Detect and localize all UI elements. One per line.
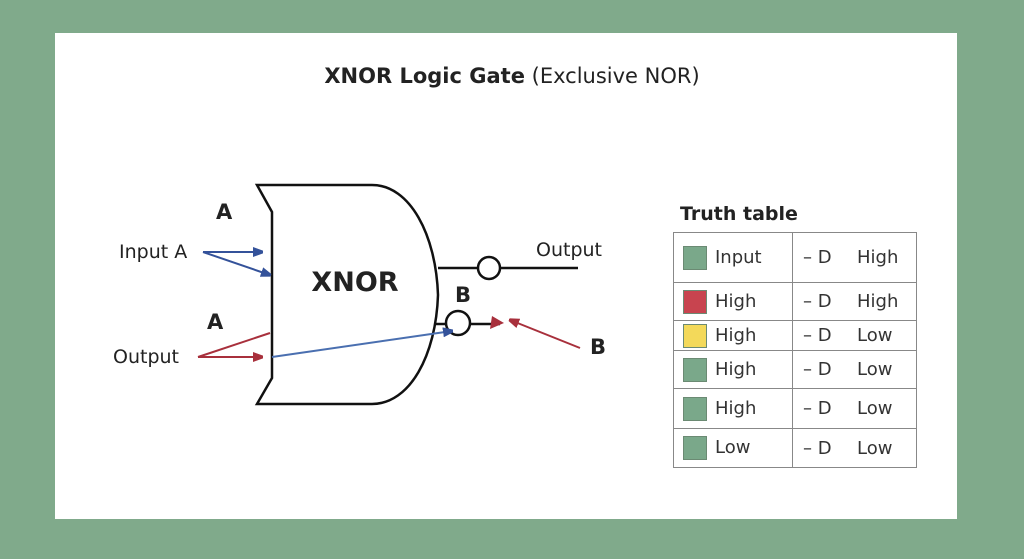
output-value: High (857, 291, 899, 312)
input-value: High (715, 324, 757, 346)
separator: – D (803, 291, 832, 312)
output-value: Low (857, 398, 893, 419)
input-cell: High (673, 320, 793, 351)
color-swatch (683, 245, 707, 270)
output-value: Low (857, 359, 893, 380)
table-row: Low – D Low (673, 428, 917, 468)
separator: – D (803, 247, 832, 268)
gate-body (254, 183, 440, 406)
output-cell: – D Low (792, 388, 917, 429)
page-title: XNOR Logic Gate (Exclusive NOR) (0, 64, 1024, 88)
arrow-output-1 (197, 332, 271, 358)
arrow-b (510, 320, 581, 349)
color-swatch (683, 436, 707, 460)
table-row: High – D Low (673, 350, 917, 389)
color-swatch (683, 396, 707, 421)
input-cell: High (673, 388, 793, 429)
input-cell: High (673, 350, 793, 389)
separator: – D (803, 437, 832, 459)
gate-label: XNOR (311, 267, 398, 298)
input-cell: Low (673, 428, 793, 468)
table-row: High – D High (673, 282, 917, 321)
output-cell: – D High (792, 232, 917, 283)
arrow-input-a-2 (202, 251, 270, 275)
input-value: High (715, 358, 757, 380)
output-right-label: Output (536, 239, 602, 261)
color-swatch (683, 289, 707, 314)
table-row: Input – D High (673, 232, 917, 283)
output-cell: – D Low (792, 428, 917, 468)
arrow-to-bubble (271, 331, 452, 358)
output-value: High (857, 247, 899, 268)
input-value: High (715, 397, 757, 419)
input-value: Low (715, 437, 751, 458)
input-cell: Input (673, 232, 793, 283)
output-cell: – D High (792, 282, 917, 321)
input-a-label: Input A (119, 241, 187, 263)
output-value: Low (857, 325, 893, 346)
label-a-top: A (216, 200, 233, 224)
output-left-label: Output (113, 346, 179, 368)
title-bold: XNOR Logic Gate (324, 64, 525, 88)
truth-table-title: Truth table (680, 203, 798, 225)
title-subtitle: (Exclusive NOR) (531, 64, 700, 88)
color-swatch (683, 323, 707, 348)
separator: – D (803, 359, 832, 380)
label-a-bottom: A (207, 310, 224, 334)
separator: – D (803, 398, 832, 419)
label-b-mid: B (455, 283, 471, 307)
table-row: High – D Low (673, 320, 917, 351)
separator: – D (803, 325, 832, 346)
input-value: Input (715, 246, 762, 268)
input-value: High (715, 290, 757, 312)
inversion-bubble-top (476, 255, 502, 281)
input-cell: High (673, 282, 793, 321)
output-cell: – D Low (792, 320, 917, 351)
table-row: High – D Low (673, 388, 917, 429)
output-value: Low (857, 437, 893, 459)
color-swatch (683, 357, 707, 382)
label-b-right: B (590, 335, 606, 359)
output-cell: – D Low (792, 350, 917, 389)
